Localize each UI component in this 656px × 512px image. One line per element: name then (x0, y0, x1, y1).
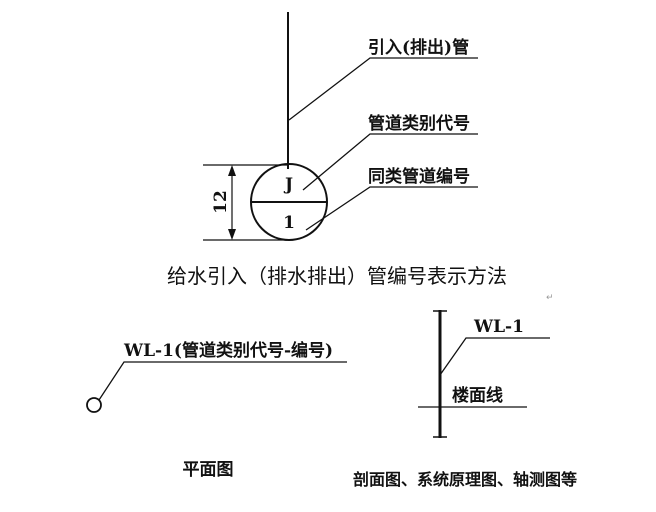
dimension-arrow-up (228, 165, 236, 176)
top-diagram-caption: 给水引入（排水排出）管编号表示方法 (167, 264, 507, 288)
paragraph-mark: ↵ (546, 293, 554, 303)
section-view-symbol (418, 310, 550, 438)
plan-view-symbol (86, 361, 347, 413)
plan-leader-line (98, 361, 347, 401)
plan-view-caption: 平面图 (183, 460, 234, 480)
circle-category-letter: J (283, 175, 293, 195)
label-category-code: 管道类别代号 (368, 113, 470, 134)
leader-serial-number (305, 186, 478, 231)
plan-view-label: WL-1(管道类别代号-编号) (123, 340, 333, 361)
dimension-arrow-down (228, 229, 236, 240)
leader-pipe-entry (288, 57, 478, 121)
plan-pipe-circle (86, 397, 102, 413)
dimension-value: 12 (211, 190, 231, 214)
label-serial-number: 同类管道编号 (368, 166, 470, 187)
leader-lines (288, 57, 478, 231)
circle-serial-number: 1 (283, 213, 295, 233)
dimension-marker: 12 (203, 164, 287, 241)
floor-line-label: 楼面线 (452, 385, 503, 406)
label-pipe-entry: 引入(排出)管 (368, 37, 469, 58)
leader-category-code (302, 133, 478, 191)
entry-pipe-symbol: J 1 (250, 12, 328, 241)
section-leader-line (439, 337, 550, 376)
section-view-caption: 剖面图、系统原理图、轴测图等 (353, 470, 577, 489)
section-pipe-label: WL-1 (473, 317, 524, 337)
